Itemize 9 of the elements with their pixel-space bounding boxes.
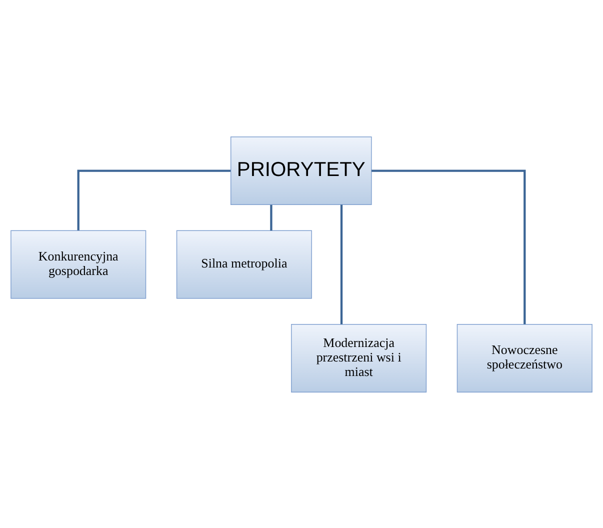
connector [372, 169, 526, 324]
connector [77, 169, 231, 230]
node-box: Silna metropolia [176, 230, 312, 298]
node-box: Nowoczesne społeczeństwo [456, 323, 592, 392]
node-box: Modernizacja przestrzeni wsi i miast [291, 323, 427, 392]
node-box: PRIORYTETY [230, 136, 372, 205]
connector [270, 204, 272, 230]
node-box: Konkurencyjna gospodarka [10, 230, 146, 298]
connector [340, 204, 343, 324]
